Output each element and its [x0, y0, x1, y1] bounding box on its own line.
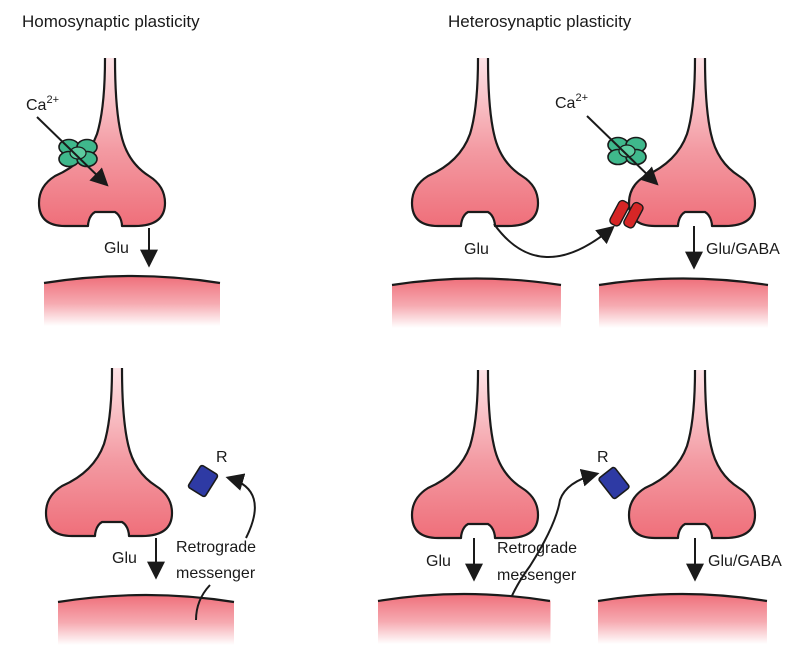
receptor-label: R [597, 449, 609, 466]
hetero-postsynaptic-membrane-right-bottom [598, 594, 767, 644]
hetero-postsynaptic-membrane-left-top [392, 278, 561, 328]
retrograde-label-line2: messenger [176, 565, 256, 582]
hetero-terminal-left-bottom [412, 370, 538, 538]
retrograde-label-line2: messenger [497, 567, 577, 584]
hetero-postsynaptic-membrane-left-bottom [378, 594, 550, 644]
glu-label: Glu [112, 550, 137, 567]
homosynaptic-title: Homosynaptic plasticity [22, 12, 200, 31]
homo-postsynaptic-membrane-top [44, 276, 220, 326]
retrograde-label-line1: Retrograde [176, 539, 256, 556]
hetero-terminal-right-bottom [629, 370, 755, 538]
calcium-label: Ca2+ [26, 94, 59, 114]
hetero-postsynaptic-membrane-right-top [599, 278, 768, 328]
hetero-terminal-left-top [412, 58, 538, 226]
presynaptic-receptor-icon [608, 199, 644, 229]
calcium-label: Ca2+ [555, 92, 588, 112]
glu-label: Glu [426, 553, 451, 570]
calcium-influx-arrow [587, 116, 656, 183]
retrograde-label-line1: Retrograde [497, 540, 577, 557]
homo-presynaptic-terminal-bottom [46, 368, 172, 536]
hetero-terminal-right-top [629, 58, 755, 226]
glu-gaba-label: Glu/GABA [708, 553, 782, 570]
glu-label: Glu [464, 241, 489, 258]
receptor-label: R [216, 449, 228, 466]
heterosynaptic-title: Heterosynaptic plasticity [448, 12, 632, 31]
glu-gaba-label: Glu/GABA [706, 241, 780, 258]
glu-label: Glu [104, 240, 129, 257]
retrograde-arrow [229, 478, 255, 538]
receptor-icon [598, 467, 630, 500]
glu-spillover-arrow [494, 224, 612, 257]
homo-presynaptic-terminal-top [39, 58, 165, 226]
receptor-icon [188, 465, 219, 498]
homo-postsynaptic-membrane-bottom [58, 595, 234, 645]
